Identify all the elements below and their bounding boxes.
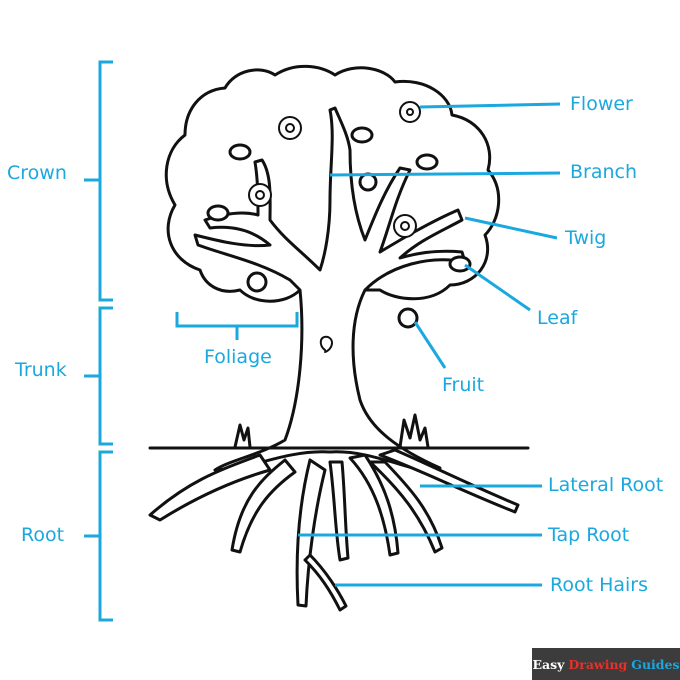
grass-right xyxy=(398,413,430,449)
logo-word-easy: Easy xyxy=(532,656,565,672)
flower xyxy=(399,101,421,123)
fruit xyxy=(246,271,268,293)
flower-label: Flower xyxy=(570,93,633,115)
tap-root-label: Tap Root xyxy=(548,524,630,546)
root-hairs-label: Root Hairs xyxy=(550,574,649,596)
logo-word-guides: Guides xyxy=(631,656,680,672)
crown-label: Crown xyxy=(7,162,67,184)
trunk-label: Trunk xyxy=(15,359,67,381)
fruit-label: Fruit xyxy=(442,374,485,396)
lateral-root-label: Lateral Root xyxy=(548,474,664,496)
leaf xyxy=(206,204,230,222)
lateral-root-right xyxy=(378,448,520,514)
foliage-bracket xyxy=(175,312,299,340)
leaf xyxy=(415,153,439,171)
grass-left xyxy=(233,423,252,449)
twig-label: Twig xyxy=(565,227,607,249)
leaf-label: Leaf xyxy=(537,307,578,329)
flower xyxy=(248,183,272,207)
leaf xyxy=(448,255,472,273)
root-right xyxy=(348,453,400,557)
root-bracket xyxy=(84,450,113,622)
branch-pointer xyxy=(329,171,561,177)
logo-word-drawing: Drawing xyxy=(568,656,628,672)
fruit xyxy=(397,307,419,329)
root-label: Root xyxy=(21,524,65,546)
leaf-pointer xyxy=(464,263,531,312)
twig-pointer xyxy=(464,216,558,240)
fruit xyxy=(358,172,378,192)
trunk-swirl xyxy=(319,335,333,353)
flower xyxy=(278,116,302,140)
root-hairs-branch xyxy=(303,553,348,612)
crown-bracket xyxy=(84,60,113,302)
easy-drawing-guides-logo: Easy Drawing Guides xyxy=(532,648,680,680)
lateral-root-left xyxy=(148,453,272,522)
tap-root xyxy=(295,458,327,608)
fruit-pointer xyxy=(413,321,447,369)
leaf xyxy=(228,143,252,161)
lateral-root-left-2 xyxy=(230,458,297,554)
flower-pointer xyxy=(419,102,561,109)
foliage-label: Foliage xyxy=(204,346,272,368)
trunk-bracket xyxy=(84,306,113,446)
root-right-2 xyxy=(368,460,444,554)
flower xyxy=(393,214,417,238)
branch-label: Branch xyxy=(570,161,638,183)
leaf xyxy=(350,126,374,144)
root-center xyxy=(328,460,350,562)
